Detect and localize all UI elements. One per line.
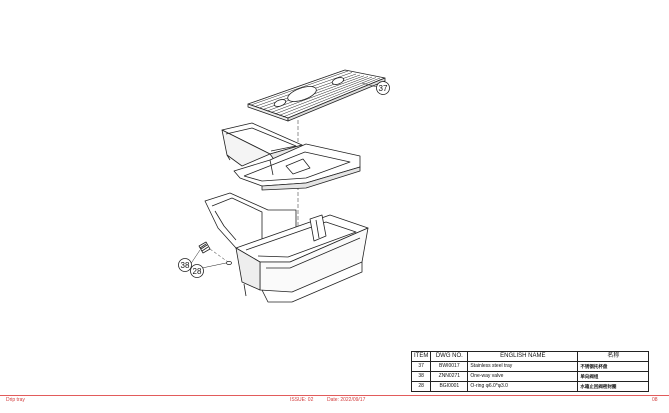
bom-header-english: ENGLISH NAME (467, 351, 579, 362)
bom-header-item: ITEM (410, 351, 432, 362)
callout-bubble-38 (178, 258, 192, 272)
footer-divider (0, 395, 669, 396)
bill-of-materials-table: ITEM DWG NO. ENGLISH NAME 名称 37 BWI0017 … (410, 351, 650, 392)
bom-chinese: 单向阀组 (577, 371, 650, 382)
footer-date: Date: 2022/09/17 (327, 397, 366, 403)
footer-page-number: 08 (652, 397, 658, 403)
o-ring (226, 260, 232, 265)
callout-38: 38 (181, 261, 190, 270)
bom-header-dwg: DWG NO. (430, 351, 469, 362)
footer-issue: ISSUE: 02 (290, 397, 314, 403)
bom-header-row: ITEM DWG NO. ENGLISH NAME 名称 (410, 351, 650, 362)
callout-bubble-28 (190, 264, 204, 278)
bom-chinese: 水箱止回阀密封圈 (577, 381, 650, 392)
callout-28: 28 (193, 267, 202, 276)
bom-english: Stainless steel tray (467, 361, 579, 372)
bom-item: 28 (410, 381, 432, 392)
upper-cup-tray (221, 122, 361, 191)
bom-item: 37 (410, 361, 432, 372)
lower-drip-tray (204, 192, 369, 303)
bom-english: O-ring φ6.0*φ3.0 (467, 381, 579, 392)
table-row: 28 BGI0001 O-ring φ6.0*φ3.0 水箱止回阀密封圈 (410, 381, 650, 392)
bom-dwg: ZNN0271 (430, 371, 469, 382)
footer-title: Drip tray (6, 397, 25, 403)
bom-chinese: 不锈钢托杯盘 (577, 361, 650, 372)
bom-item: 38 (410, 371, 432, 382)
one-way-valve (198, 241, 211, 254)
table-row: 37 BWI0017 Stainless steel tray 不锈钢托杯盘 (410, 361, 650, 372)
stainless-steel-grate (247, 69, 386, 122)
callout-bubble-37 (376, 81, 390, 95)
bom-english: One-way valve (467, 371, 579, 382)
bom-dwg: BWI0017 (430, 361, 469, 372)
table-row: 38 ZNN0271 One-way valve 单向阀组 (410, 371, 650, 382)
bom-header-chinese: 名称 (577, 351, 650, 362)
bom-dwg: BGI0001 (430, 381, 469, 392)
callout-37: 37 (379, 84, 388, 93)
